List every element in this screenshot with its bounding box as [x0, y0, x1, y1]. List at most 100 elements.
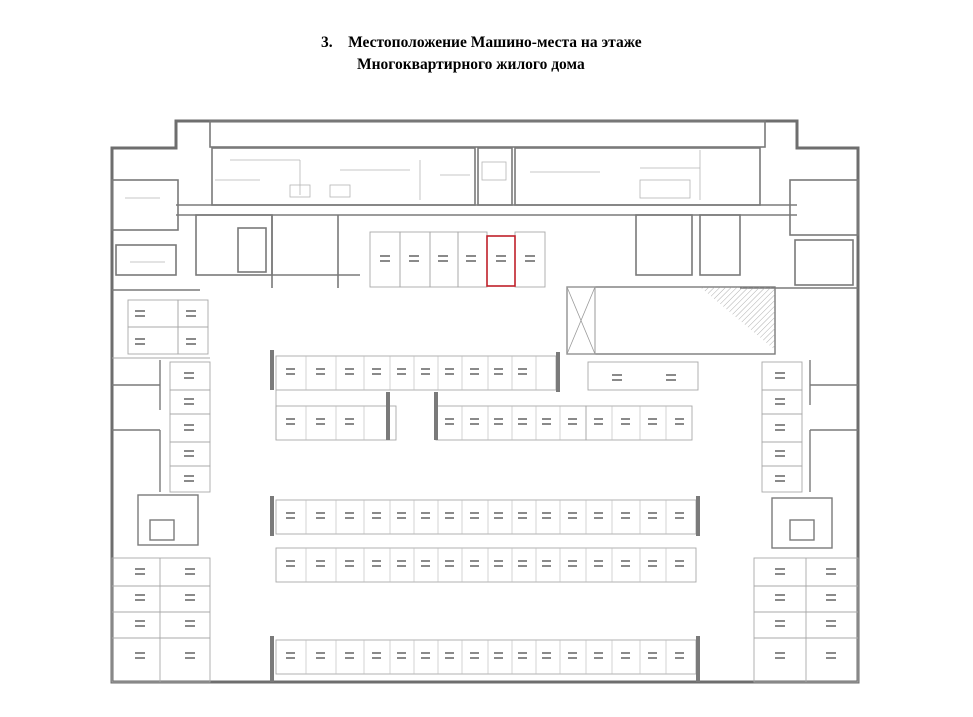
space-label-mark [568, 652, 577, 654]
space-label-mark [568, 512, 577, 514]
space-label-mark [470, 418, 479, 420]
space-label-mark [372, 517, 381, 519]
space-label-mark [372, 560, 381, 562]
highlighted-parking-space [486, 235, 516, 287]
space-label-mark [470, 657, 479, 659]
space-label-mark [397, 368, 406, 370]
space-label-mark [494, 423, 503, 425]
space-label-mark [518, 373, 527, 375]
parking-left-column [112, 299, 210, 359]
right-upper-rooms [635, 179, 859, 289]
space-label-mark [345, 368, 354, 370]
space-label-mark [494, 517, 503, 519]
space-label-mark [594, 657, 603, 659]
space-label-mark [594, 565, 603, 567]
parking-central-rows [275, 355, 699, 675]
space-label-mark [594, 423, 603, 425]
space-label-mark [316, 368, 325, 370]
left-upper-rooms [111, 179, 360, 291]
space-label-mark [518, 418, 527, 420]
space-label-mark [568, 560, 577, 562]
space-label-mark [421, 517, 430, 519]
space-label-mark [445, 657, 454, 659]
space-label-mark [421, 512, 430, 514]
heading-line-1: 3. Местоположение Машино-места на этаже [321, 34, 642, 51]
space-label-mark [675, 560, 684, 562]
space-label-mark [568, 517, 577, 519]
space-label-mark [675, 657, 684, 659]
space-label-mark [421, 373, 430, 375]
space-label-mark [286, 373, 295, 375]
space-label-mark [445, 652, 454, 654]
space-label-mark [648, 512, 657, 514]
space-label-mark [421, 657, 430, 659]
ramp-area [566, 286, 776, 355]
space-label-mark [397, 512, 406, 514]
space-label-mark [675, 512, 684, 514]
space-label-mark [421, 560, 430, 562]
space-label-mark [286, 657, 295, 659]
space-label-mark [286, 418, 295, 420]
space-label-marks [135, 255, 836, 659]
space-label-mark [518, 368, 527, 370]
space-label-mark [421, 368, 430, 370]
space-label-mark [621, 512, 630, 514]
space-label-mark [518, 512, 527, 514]
space-label-mark [568, 423, 577, 425]
space-label-mark [421, 652, 430, 654]
space-label-mark [494, 560, 503, 562]
space-label-mark [494, 565, 503, 567]
space-label-mark [470, 368, 479, 370]
space-label-mark [316, 565, 325, 567]
space-label-mark [316, 423, 325, 425]
space-label-mark [316, 512, 325, 514]
space-label-mark [675, 423, 684, 425]
right-middle-block [771, 360, 858, 549]
space-label-mark [518, 652, 527, 654]
space-label-mark [445, 418, 454, 420]
space-label-mark [397, 560, 406, 562]
space-label-mark [445, 373, 454, 375]
space-label-mark [316, 373, 325, 375]
parking-row-top [369, 231, 546, 288]
space-label-mark [345, 565, 354, 567]
space-label-mark [286, 565, 295, 567]
service-room-details [215, 150, 701, 200]
space-label-mark [445, 517, 454, 519]
space-label-mark [494, 418, 503, 420]
space-label-mark [345, 657, 354, 659]
space-label-mark [445, 565, 454, 567]
space-label-mark [372, 657, 381, 659]
space-label-mark [286, 512, 295, 514]
space-label-mark [397, 517, 406, 519]
space-label-mark [494, 652, 503, 654]
space-label-mark [316, 657, 325, 659]
space-label-mark [648, 517, 657, 519]
space-label-mark [568, 418, 577, 420]
space-label-mark [286, 368, 295, 370]
space-label-mark [494, 512, 503, 514]
space-label-mark [316, 418, 325, 420]
space-label-mark [542, 652, 551, 654]
space-label-mark [621, 652, 630, 654]
space-label-mark [345, 418, 354, 420]
parking-right-side [761, 361, 803, 493]
space-label-mark [397, 657, 406, 659]
space-label-mark [372, 652, 381, 654]
space-label-mark [542, 565, 551, 567]
space-label-mark [470, 373, 479, 375]
space-label-mark [494, 368, 503, 370]
space-label-mark [542, 512, 551, 514]
space-label-mark [542, 560, 551, 562]
space-label-mark [518, 423, 527, 425]
space-label-mark [648, 418, 657, 420]
space-label-mark [445, 512, 454, 514]
structural-columns [270, 350, 700, 682]
space-label-mark [594, 517, 603, 519]
space-label-mark [594, 512, 603, 514]
space-label-mark [470, 652, 479, 654]
space-label-mark [345, 512, 354, 514]
space-label-mark [594, 418, 603, 420]
outer-walls [110, 119, 860, 684]
space-label-mark [494, 657, 503, 659]
